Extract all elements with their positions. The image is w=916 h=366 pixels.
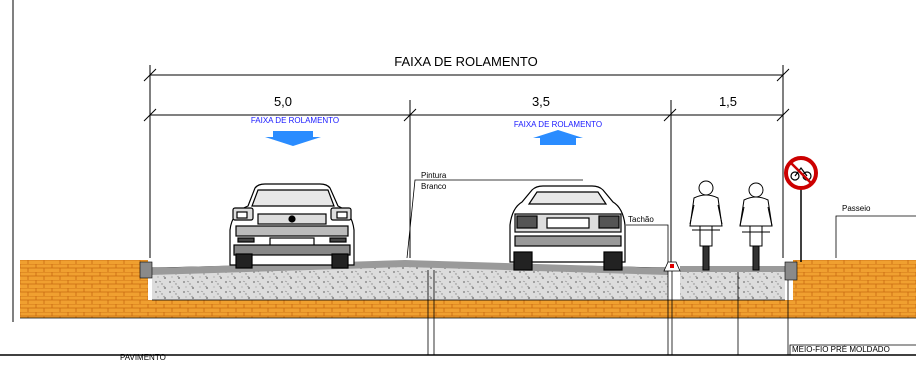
asphalt-surface: [150, 260, 785, 275]
brick-ground: [20, 260, 916, 319]
lane-2-label: FAIXA DE ROLAMENTO: [514, 120, 602, 129]
overall-dimension-label: FAIXA DE ROLAMENTO: [394, 54, 538, 69]
car-rear-icon: [509, 185, 626, 271]
lane-2-width: 3,5: [532, 94, 550, 109]
paint-label: Pintura: [421, 171, 447, 180]
cyclist-icon: [739, 182, 773, 271]
arrow-down-icon: [265, 131, 321, 146]
road-stud-icon: [663, 261, 681, 272]
curb-right: [784, 261, 798, 281]
lane-1-width: 5,0: [274, 94, 292, 109]
foundation-lines: [427, 270, 789, 355]
curb-label: MEIO-FIO PRÉ MOLDADO: [792, 345, 890, 354]
no-bicycle-sign-icon: [784, 156, 818, 262]
drawing-frame: [0, 0, 916, 356]
lane-3-width: 1,5: [719, 94, 737, 109]
annotation-leaders: [406, 179, 916, 355]
arrow-up-icon: [533, 130, 583, 145]
car-front-icon: [229, 183, 355, 269]
dimension-lines: [143, 65, 790, 262]
stud-label: Tachão: [628, 215, 654, 224]
curb-left: [139, 261, 153, 279]
gravel-base: [151, 261, 785, 301]
paint-color-label: Branco: [421, 182, 447, 191]
pavement-label: PAVIMENTO: [120, 353, 166, 361]
cyclist-icon: [689, 180, 723, 271]
sidewalk-label: Passeio: [842, 204, 871, 213]
lane-1-label: FAIXA DE ROLAMENTO: [251, 116, 339, 125]
